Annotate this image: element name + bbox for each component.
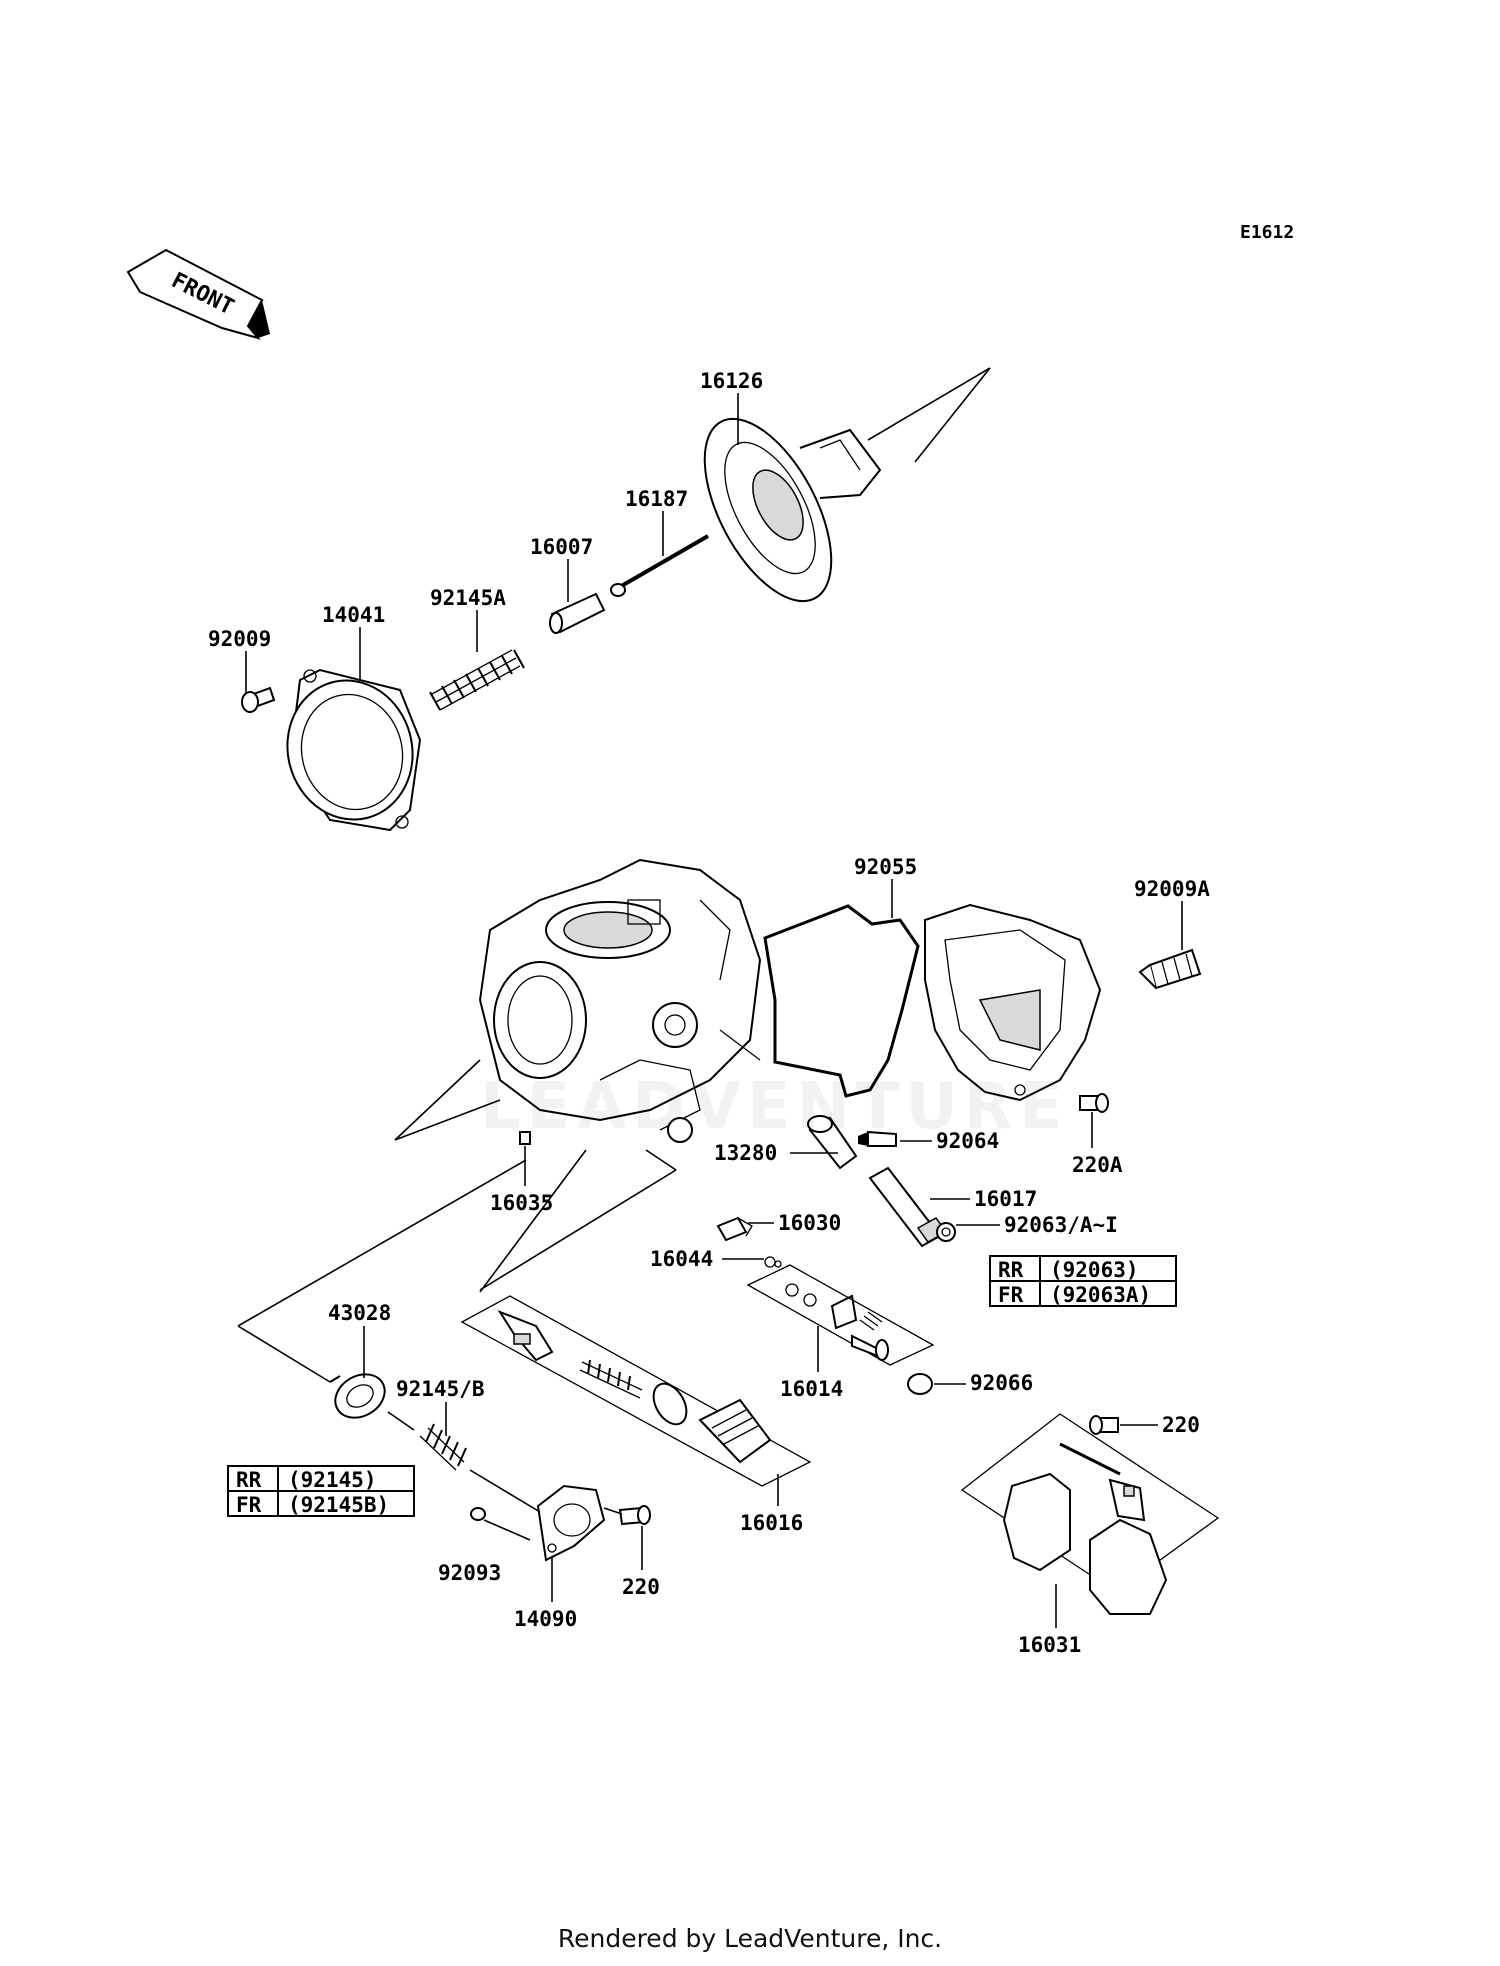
gasket-part <box>763 904 920 1098</box>
spring-upper-part <box>429 649 525 711</box>
screw-220-upper-part <box>1089 1415 1119 1435</box>
clip-16044-part <box>764 1256 782 1268</box>
pilot-screw-kit-part <box>746 1264 935 1366</box>
watermark: LEADVENTURE <box>480 1070 1069 1144</box>
table-92063-row1-code: FR <box>998 1283 1024 1307</box>
screw-92009-part <box>241 686 276 713</box>
label-16007: 16007 <box>530 535 593 559</box>
needle-holder-part <box>549 592 606 634</box>
label-220-upper: 220 <box>1162 1413 1200 1437</box>
label-92064: 92064 <box>936 1129 999 1153</box>
footer-credit: Rendered by LeadVenture, Inc. <box>557 1924 943 1953</box>
label-92066: 92066 <box>970 1371 1033 1395</box>
variant-table-92145: RR (92145) FR (92145B) <box>227 1465 415 1517</box>
screw-16030-part <box>716 1216 753 1242</box>
table-92145-row0-code: RR <box>236 1468 262 1492</box>
plug-16035-part <box>519 1131 531 1145</box>
oring-92093-part <box>470 1507 486 1521</box>
label-16014: 16014 <box>780 1377 843 1401</box>
pump-cover-part <box>536 1484 606 1562</box>
label-16016: 16016 <box>740 1511 803 1535</box>
label-92009: 92009 <box>208 627 271 651</box>
table-92063-row1-part: (92063A) <box>1050 1283 1151 1307</box>
table-92063-row0-code: RR <box>998 1258 1024 1282</box>
table-92145-row1-code: FR <box>236 1493 262 1517</box>
chamber-cover-part <box>286 668 422 832</box>
jet-needle-part <box>610 534 710 597</box>
cap-92066-part <box>907 1373 933 1395</box>
label-92055: 92055 <box>854 855 917 879</box>
accelerator-pump-kit-part <box>460 1295 812 1487</box>
label-92093: 92093 <box>438 1561 501 1585</box>
label-14090: 14090 <box>514 1607 577 1631</box>
table-92063-row0-part: (92063) <box>1050 1258 1139 1282</box>
label-43028: 43028 <box>328 1301 391 1325</box>
label-92009a: 92009A <box>1134 877 1210 901</box>
table-92145-row1-part: (92145B) <box>288 1493 389 1517</box>
collar-13280-part <box>807 1115 858 1170</box>
float-bowl-part <box>924 903 1102 1102</box>
carburetor-body-part <box>478 858 762 1143</box>
label-220-lower: 220 <box>622 1575 660 1599</box>
label-16126: 16126 <box>700 369 763 393</box>
label-16187: 16187 <box>625 487 688 511</box>
label-16030: 16030 <box>778 1211 841 1235</box>
screw-92009a-part <box>1138 948 1202 990</box>
spring-lower-part <box>419 1423 467 1471</box>
main-jet-part <box>936 1222 956 1242</box>
needle-jet-part <box>868 1166 948 1248</box>
diaphragm-part <box>703 417 882 603</box>
label-16044: 16044 <box>650 1247 713 1271</box>
label-16031: 16031 <box>1018 1633 1081 1657</box>
pilot-jet-part <box>858 1130 897 1147</box>
label-13280: 13280 <box>714 1141 777 1165</box>
label-14041: 14041 <box>322 603 385 627</box>
label-16035: 16035 <box>490 1191 553 1215</box>
diaphragm-43028-part <box>329 1373 386 1419</box>
variant-table-92063: RR (92063) FR (92063A) <box>989 1255 1177 1307</box>
label-92145b: 92145/B <box>396 1377 485 1401</box>
front-arrow-icon: FRONT <box>126 248 270 340</box>
label-16017: 16017 <box>974 1187 1037 1211</box>
screw-220a-part <box>1079 1093 1109 1113</box>
label-220a: 220A <box>1072 1153 1123 1177</box>
label-92145a: 92145A <box>430 586 506 610</box>
table-92145-row0-part: (92145) <box>288 1468 377 1492</box>
diagram-code: E1612 <box>1240 222 1294 243</box>
label-92063: 92063/A~I <box>1004 1213 1118 1237</box>
float-kit-part <box>960 1413 1220 1615</box>
screw-220-lower-part <box>618 1505 651 1526</box>
